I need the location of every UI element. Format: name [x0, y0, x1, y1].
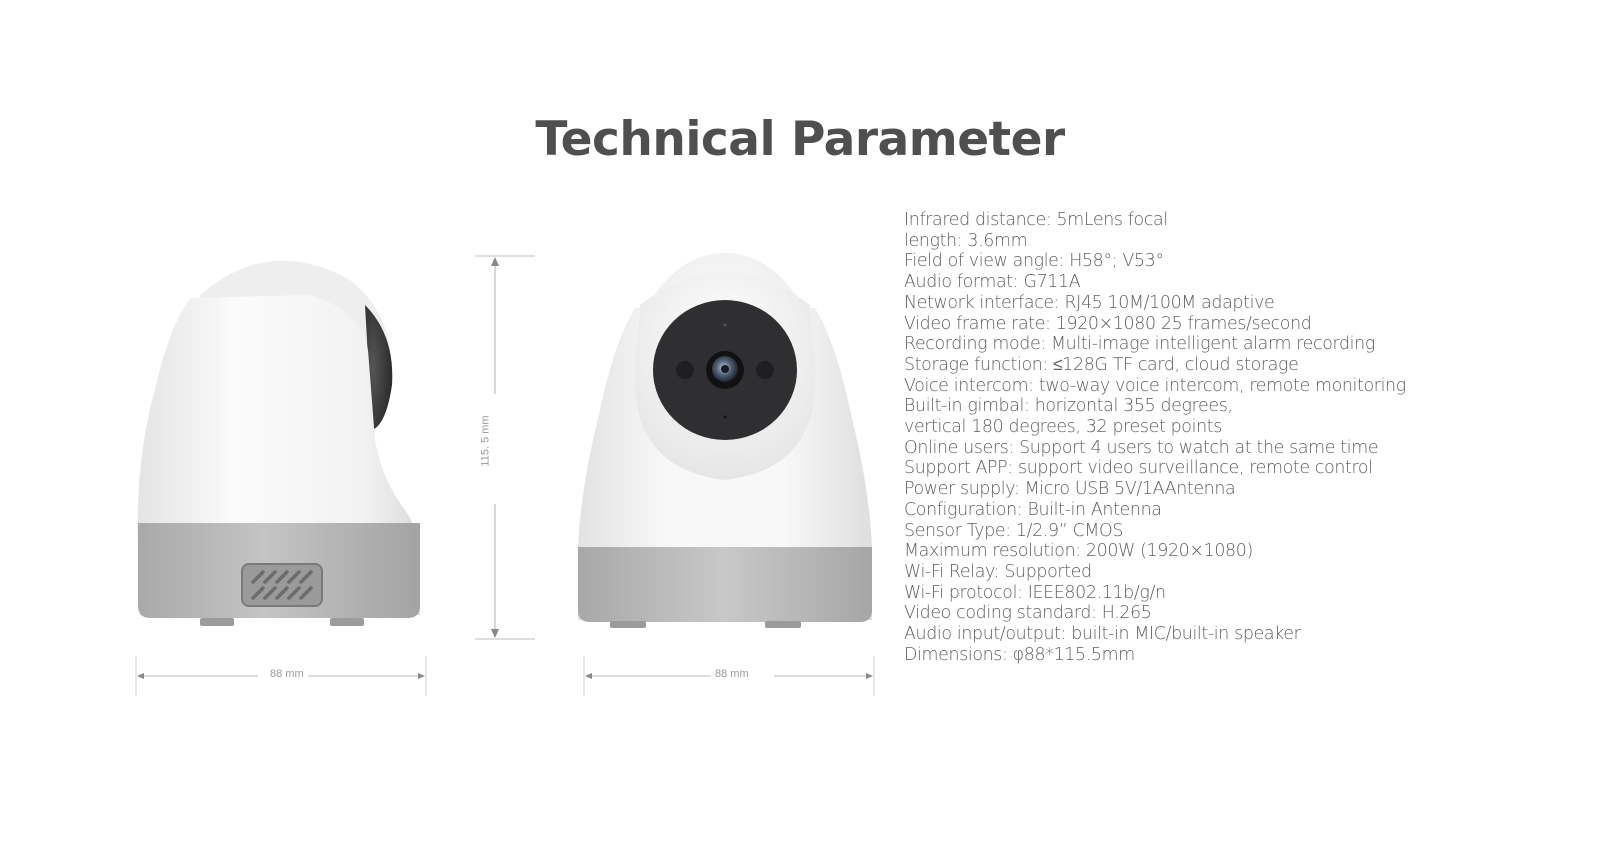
spec-item: Audio format: G711A — [904, 272, 1081, 293]
camera-front-view-image — [578, 253, 872, 628]
spec-item: Built-in gimbal: horizontal 355 degrees, — [904, 396, 1233, 417]
camera-side-view-image — [137, 260, 420, 626]
page-title: Technical Parameter — [535, 112, 1065, 167]
spec-item: Dimensions: φ88*115.5mm — [904, 644, 1135, 665]
spec-item: vertical 180 degrees, 32 preset points — [904, 417, 1222, 438]
spec-item: Power supply: Micro USB 5V/1AAntenna — [904, 479, 1236, 500]
spec-list: Infrared distance: 5mLens focal length: … — [904, 210, 1406, 665]
spec-item: Video frame rate: 1920×1080 25 frames/se… — [904, 313, 1312, 334]
spec-item: length: 3.6mm — [904, 230, 1028, 251]
dimension-line-front-width — [583, 656, 875, 696]
spec-item: Configuration: Built-in Antenna — [904, 499, 1162, 520]
spec-item: Maximum resolution: 200W (1920×1080) — [904, 541, 1253, 562]
spec-item: Video coding standard: H.265 — [904, 603, 1152, 624]
dimension-line-side-width — [135, 656, 427, 696]
spec-item: Wi-Fi Relay: Supported — [904, 561, 1092, 582]
side-width-label: 88 mm — [266, 668, 308, 680]
height-label: 115. 5 mm — [479, 411, 492, 471]
spec-item: Online users: Support 4 users to watch a… — [904, 437, 1379, 458]
spec-item: Infrared distance: 5mLens focal — [904, 210, 1168, 230]
spec-item: Field of view angle: H58°; V53° — [904, 251, 1164, 272]
spec-item: Recording mode: Multi-image intelligent … — [904, 334, 1375, 355]
spec-item: Network interface: RJ45 10M/100M adaptiv… — [904, 292, 1275, 313]
spec-item: Sensor Type: 1/2.9” CMOS — [904, 520, 1124, 541]
spec-item: Voice intercom: two-way voice intercom, … — [904, 375, 1406, 396]
spec-item: Audio input/output: built-in MIC/built-i… — [904, 624, 1301, 645]
spec-item: Support APP: support video surveillance,… — [904, 458, 1373, 479]
front-width-label: 88 mm — [711, 668, 753, 680]
dimension-line-height — [475, 255, 535, 640]
spec-item: Wi-Fi protocol: IEEE802.11b/g/n — [904, 582, 1166, 603]
spec-item: Storage function: ≤128G TF card, cloud s… — [904, 354, 1299, 375]
